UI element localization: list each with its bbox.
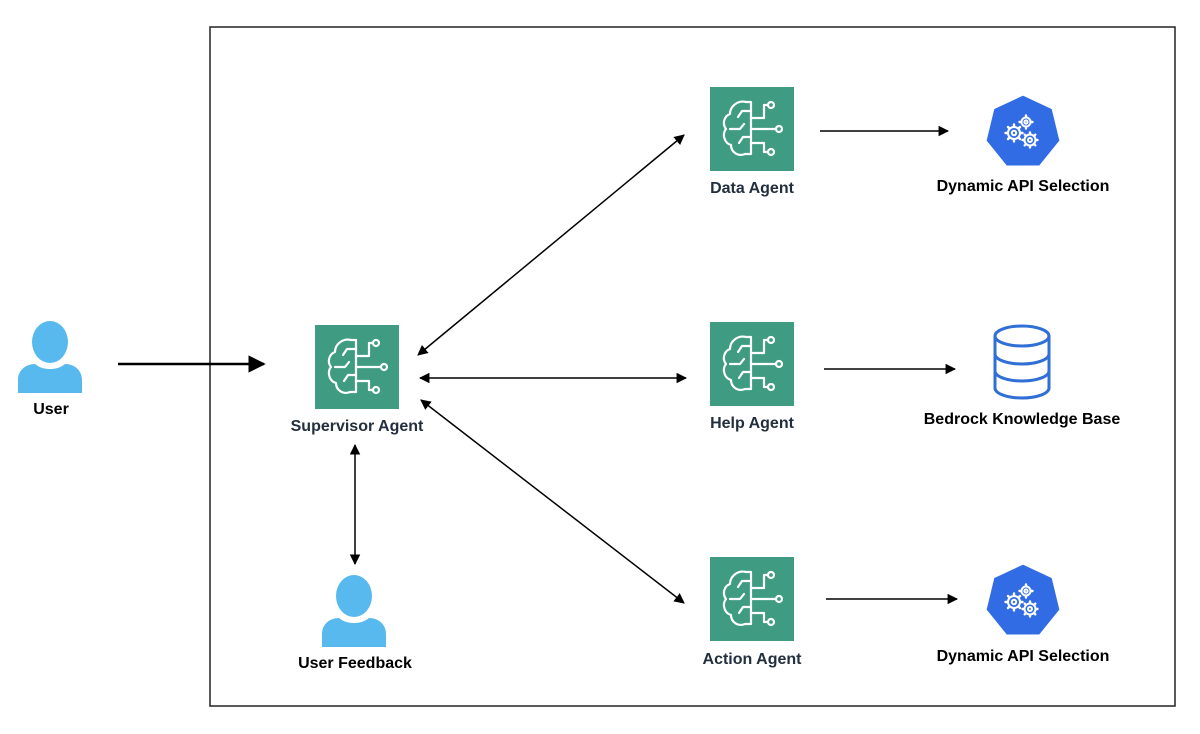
- help-agent-bedrock-brain-icon: [708, 320, 796, 408]
- user-feedback-user-icon: [322, 575, 386, 647]
- knowledge-base-label: Bedrock Knowledge Base: [923, 411, 1121, 428]
- user-label: User: [33, 401, 69, 418]
- help-agent-label: Help Agent: [710, 415, 794, 432]
- edge-supervisor-data-agent: [417, 134, 685, 356]
- knowledge-base-database-icon: [993, 324, 1051, 400]
- supervisor-agent-bedrock-brain-icon: [313, 323, 401, 411]
- user-icon: [18, 321, 82, 393]
- api-selection-top-kubernetes-gears-icon: [983, 92, 1063, 169]
- api-selection-top-label: Dynamic API Selection: [936, 178, 1110, 195]
- user-feedback-label: User Feedback: [298, 655, 412, 672]
- action-agent-label: Action Agent: [702, 651, 802, 668]
- supervisor-agent-label: Supervisor Agent: [290, 418, 424, 435]
- agent-system-boundary: [209, 26, 1176, 707]
- action-agent-bedrock-brain-icon: [708, 555, 796, 643]
- data-agent-bedrock-brain-icon: [708, 85, 796, 173]
- api-selection-bottom-label: Dynamic API Selection: [936, 648, 1110, 665]
- api-selection-bottom-kubernetes-gears-icon: [983, 561, 1063, 638]
- data-agent-label: Data Agent: [710, 180, 794, 197]
- edge-supervisor-action-agent: [420, 399, 685, 604]
